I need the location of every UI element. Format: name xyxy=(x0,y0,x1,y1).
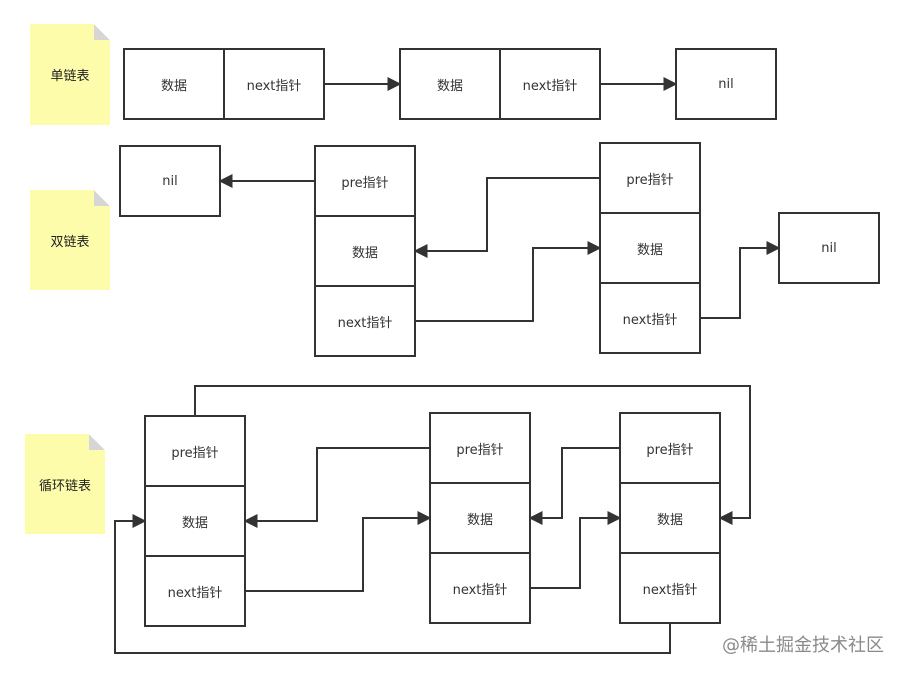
double-node1-next: next指针 xyxy=(314,285,416,357)
arrow-double-pre-back xyxy=(413,177,600,258)
circ-node3-data: 数据 xyxy=(619,482,721,554)
circ-node1-data: 数据 xyxy=(144,485,246,557)
double-node2-data: 数据 xyxy=(599,212,701,284)
arrow-circ-pre-wrap xyxy=(194,385,751,525)
double-node2-next: next指针 xyxy=(599,282,701,354)
single-node1-data: 数据 xyxy=(123,48,225,120)
double-nil-right: nil xyxy=(778,212,880,284)
double-node1-data: 数据 xyxy=(314,215,416,287)
circ-node1-pre: pre指针 xyxy=(144,415,246,487)
note-single-label: 单链表 xyxy=(50,69,90,84)
note-fold-icon xyxy=(89,434,105,450)
note-circular-list: 循环链表 xyxy=(25,434,105,534)
note-fold-icon xyxy=(94,190,110,206)
single-node2-next: next指针 xyxy=(499,48,601,120)
arrow-circ-next-2 xyxy=(530,511,622,589)
note-circular-label: 循环链表 xyxy=(38,478,91,494)
arrow-circ-pre-1 xyxy=(243,447,430,528)
circ-node2-pre: pre指针 xyxy=(429,412,531,484)
double-node1-pre: pre指针 xyxy=(314,145,416,217)
watermark: @稀土掘金技术社区 xyxy=(722,635,884,656)
note-fold-icon xyxy=(94,24,110,40)
arrow-circ-pre-2 xyxy=(528,447,620,525)
arrow-double-next-1 xyxy=(415,241,602,322)
single-node2-data: 数据 xyxy=(399,48,501,120)
arrow-circ-next-wrap xyxy=(114,514,671,654)
circ-node3-pre: pre指针 xyxy=(619,412,721,484)
single-node1-next: next指针 xyxy=(223,48,325,120)
circ-node3-next: next指针 xyxy=(619,552,721,624)
double-node2-pre: pre指针 xyxy=(599,142,701,214)
note-single-list: 单链表 xyxy=(30,24,110,125)
arrow-circ-next-1 xyxy=(245,511,432,592)
circ-node2-next: next指针 xyxy=(429,552,531,624)
circ-node1-next: next指针 xyxy=(144,555,246,627)
single-nil: nil xyxy=(675,48,777,120)
note-double-list: 双链表 xyxy=(30,190,110,290)
double-nil-left: nil xyxy=(119,145,221,217)
circ-node2-data: 数据 xyxy=(429,482,531,554)
note-double-label: 双链表 xyxy=(50,234,90,250)
arrow-double-next-nil xyxy=(700,241,781,319)
